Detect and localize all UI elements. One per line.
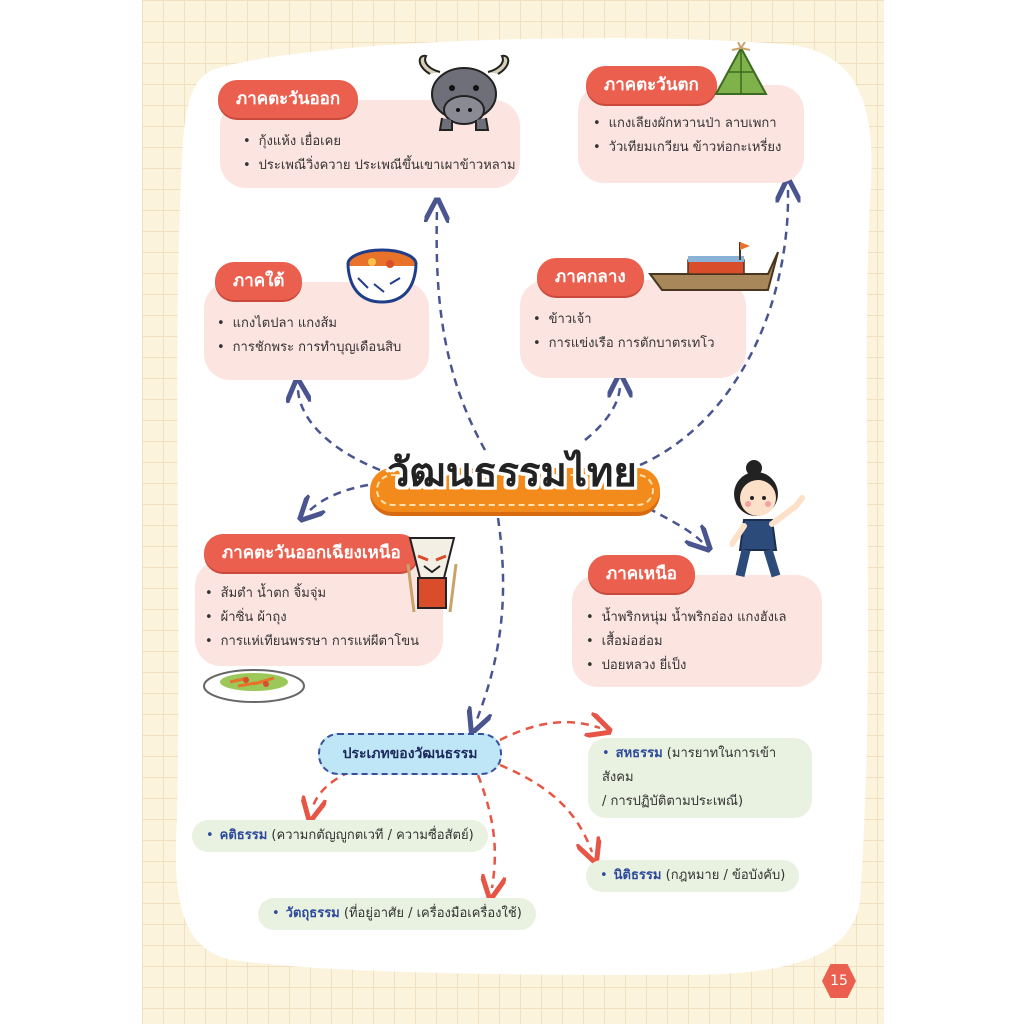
khatitham-pill: •คติธรรม (ความกตัญญูกตเวที / ความซื่อสัต… [192, 820, 488, 852]
nititham-desc: (กฎหมาย / ข้อบังคับ) [665, 868, 786, 883]
north-list: น้ำพริกหนุ่ม น้ำพริกอ่อง แกงฮังเล เสื้อม… [586, 606, 787, 678]
sahatham-desc-2: / การปฏิบัติตามประเพณี) [602, 794, 744, 809]
list-item: ผ้าซิ่น ผ้าถุง [205, 606, 419, 630]
central-list: ข้าวเจ้า การแข่งเรือ การตักบาตรเทโว [533, 308, 715, 356]
list-item: ส้มตำ น้ำตก จิ้มจุ่ม [205, 582, 419, 606]
culture-types-node: ประเภทของวัฒนธรรม [318, 733, 502, 775]
dancing-girl-icon [730, 460, 805, 578]
central-header: ภาคกลาง [537, 258, 644, 296]
list-item: กุ้งแห้ง เยื่อเคย [243, 130, 516, 154]
south-list: แกงไตปลา แกงส้ม การชักพระ การทำบุญเดือนส… [217, 312, 402, 360]
som-tam-plate-icon [203, 669, 305, 703]
leaf-dessert-icon [714, 42, 768, 95]
south-header: ภาคใต้ [215, 262, 303, 300]
north-header: ภาคเหนือ [588, 555, 695, 593]
west-list: แกงเลียงผักหวานป่า ลาบเพกา วัวเทียมเกวีย… [593, 112, 782, 160]
list-item: ประเพณีวิ่งควาย ประเพณีขึ้นเขาเผาข้าวหลา… [243, 154, 516, 178]
watthutham-desc: (ที่อยู่อาศัย / เครื่องมือเครื่องใช้) [343, 906, 522, 921]
list-item: ข้าวเจ้า [533, 308, 715, 332]
buffalo-icon [418, 54, 510, 131]
nititham-name: นิติธรรม [613, 868, 662, 883]
watthutham-name: วัตถุธรรม [285, 906, 340, 921]
title-banner [370, 468, 660, 512]
list-item: การแห่เทียนพรรษา การแห่ผีตาโขน [205, 630, 419, 654]
watthutham-pill: •วัตถุธรรม (ที่อยู่อาศัย / เครื่องมือเคร… [258, 898, 536, 930]
phi-ta-khon-mask-icon [406, 537, 458, 613]
west-header: ภาคตะวันตก [586, 66, 717, 104]
list-item: การชักพระ การทำบุญเดือนสิบ [217, 336, 402, 360]
list-item: ปอยหลวง ยี่เป็ง [586, 654, 786, 678]
nititham-pill: •นิติธรรม (กฎหมาย / ข้อบังคับ) [586, 860, 800, 892]
page-title: วัฒนธรรมไทย [387, 450, 637, 496]
east-list: กุ้งแห้ง เยื่อเคย ประเพณีวิ่งควาย ประเพณ… [243, 130, 516, 178]
tom-yum-bowl-icon [346, 248, 418, 304]
list-item: เสื้อม่อฮ่อม [586, 630, 786, 654]
list-item: แกงเลียงผักหวานป่า ลาบเพกา [593, 112, 781, 136]
long-tail-boat-icon [648, 242, 779, 291]
list-item: แกงไตปลา แกงส้ม [217, 312, 401, 336]
northeast-header: ภาคตะวันออกเฉียงเหนือ [204, 534, 419, 572]
khatitham-name: คติธรรม [219, 828, 268, 843]
list-item: วัวเทียมเกวียน ข้าวห่อกะเหรี่ยง [593, 136, 782, 160]
page-number: 15 [822, 964, 856, 998]
sahatham-desc: (มารยาทในการเข้าสังคม [602, 746, 777, 785]
list-item: การแข่งเรือ การตักบาตรเทโว [533, 332, 715, 356]
east-header: ภาคตะวันออก [218, 80, 359, 118]
sahatham-pill: •สหธรรม (มารยาทในการเข้าสังคม / การปฏิบั… [588, 738, 812, 818]
list-item: น้ำพริกหนุ่ม น้ำพริกอ่อง แกงฮังเล [586, 606, 787, 630]
sahatham-name: สหธรรม [615, 746, 663, 761]
khatitham-desc: (ความกตัญญูกตเวที / ความซื่อสัตย์) [271, 828, 474, 843]
northeast-list: ส้มตำ น้ำตก จิ้มจุ่ม ผ้าซิ่น ผ้าถุง การแ… [205, 582, 419, 654]
